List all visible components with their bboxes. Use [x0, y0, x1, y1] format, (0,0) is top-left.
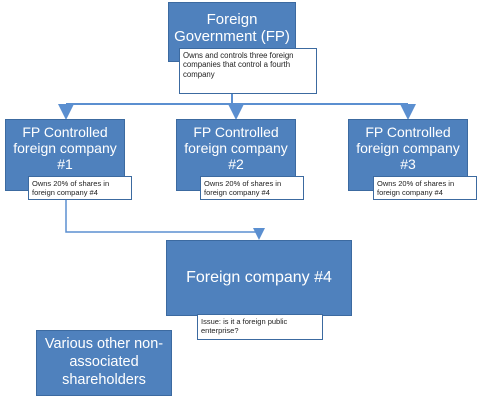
controlled-company-3-line1: FP Controlled	[365, 124, 451, 140]
foreign-government-title-line2: Government (FP)	[174, 28, 290, 46]
controlled-company-1-line3: #1	[57, 156, 73, 173]
controlled-company-2-line2: foreign company	[184, 140, 288, 157]
controlled-company-1-line2: foreign company	[13, 140, 117, 157]
controlled-company-1-line1: FP Controlled	[22, 124, 108, 140]
other-shareholders-line3: shareholders	[62, 372, 146, 389]
other-shareholders-box: Various other non- associated shareholde…	[36, 330, 172, 396]
controlled-company-2-line1: FP Controlled	[193, 124, 279, 140]
controlled-company-3-note: Owns 20% of shares in foreign company #4	[373, 176, 477, 200]
foreign-company-4-label: Foreign company #4	[186, 269, 332, 286]
other-shareholders-line2: associated	[69, 354, 139, 371]
controlled-company-1-note: Owns 20% of shares in foreign company #4	[28, 176, 132, 200]
foreign-government-title-line1: Foreign	[206, 11, 258, 28]
other-shareholders-line1: Various other non-	[44, 336, 164, 352]
controlled-company-3-line3: #3	[400, 156, 416, 173]
controlled-company-3-line2: foreign company	[356, 140, 460, 157]
connector-1-to-4	[65, 200, 265, 240]
controlled-company-2-note: Owns 20% of shares in foreign company #4	[200, 176, 304, 200]
foreign-government-note: Owns and controls three foreign companie…	[179, 48, 317, 94]
foreign-company-4-box: Foreign company #4	[166, 240, 352, 316]
controlled-company-3-box: FP Controlled foreign company #3	[348, 119, 468, 191]
foreign-company-4-issue-note: Issue: is it a foreign public enterprise…	[197, 314, 323, 340]
controlled-company-2-line3: #2	[228, 156, 244, 173]
